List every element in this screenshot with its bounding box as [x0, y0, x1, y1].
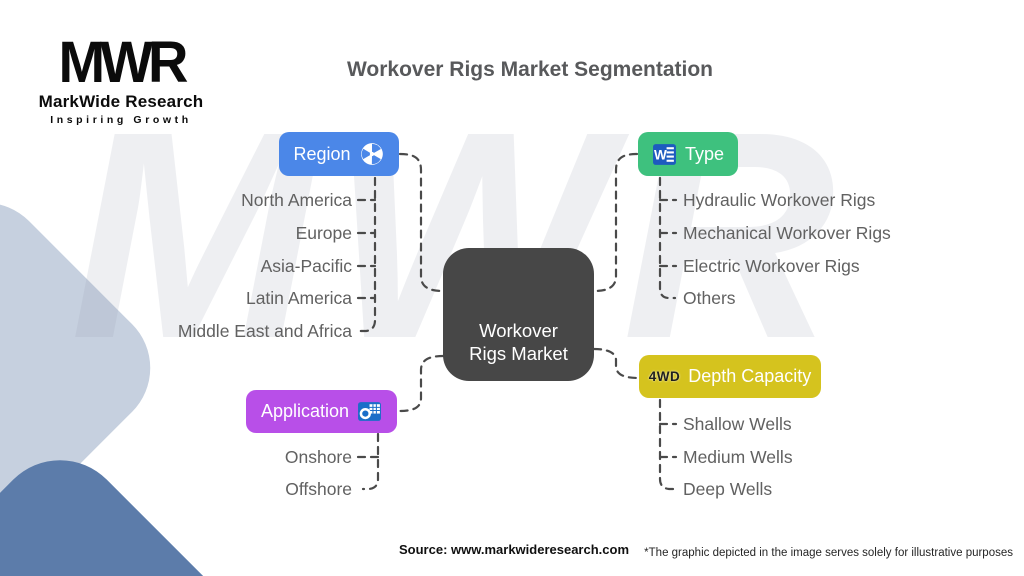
branch-depth-capacity-label: Depth Capacity — [688, 366, 812, 386]
connector-region-to-center — [398, 152, 445, 293]
logo-acronym: MWR — [58, 28, 189, 95]
page-title: Workover Rigs Market Segmentation — [346, 58, 714, 81]
segment-item-deep-wells: Deep Wells — [683, 479, 773, 499]
connector-type-to-center — [592, 152, 639, 293]
branch-depth-capacity-node: 4WD Depth Capacity — [639, 355, 821, 398]
word-icon: W — [652, 142, 677, 167]
branch-region-label: Region — [293, 143, 351, 164]
globe-icon — [359, 141, 385, 167]
connector-center-to-application — [397, 354, 445, 413]
connector-center-to-depth — [592, 347, 641, 380]
connector-depth-items — [658, 398, 678, 491]
segment-item-latin-america: Latin America — [245, 288, 352, 308]
segment-item-electric-workover-rigs: Electric Workover Rigs — [683, 256, 860, 276]
disclaimer-text: *The graphic depicted in the image serve… — [644, 547, 1013, 559]
connector-application-items — [356, 432, 380, 491]
branch-type-node: W Type — [638, 132, 738, 176]
segment-item-others: Others — [683, 288, 736, 308]
segment-item-hydraulic-workover-rigs: Hydraulic Workover Rigs — [683, 190, 876, 210]
segment-item-offshore: Offshore — [285, 479, 352, 499]
segment-item-europe: Europe — [295, 223, 352, 243]
svg-text:W: W — [654, 147, 667, 162]
segment-item-shallow-wells: Shallow Wells — [683, 414, 792, 434]
branch-type-label: Type — [684, 143, 725, 164]
segment-item-asia-pacific: Asia-Pacific — [260, 256, 352, 276]
source-text: Source: www.markwideresearch.com — [399, 542, 630, 557]
segment-item-onshore: Onshore — [284, 447, 352, 467]
logo-name: MarkWide Research — [38, 92, 204, 111]
logo-tagline: Inspiring Growth — [50, 114, 192, 126]
logo: MWR MarkWide Research Inspiring Growth — [26, 28, 216, 126]
segment-item-middle-east-africa: Middle East and Africa — [177, 321, 352, 341]
center-node: Workover Rigs Market — [443, 248, 594, 381]
branch-region-node: Region — [279, 132, 399, 176]
segment-item-north-america: North America — [241, 190, 352, 210]
branch-application-label: Application — [260, 401, 350, 421]
segment-item-medium-wells: Medium Wells — [683, 447, 793, 467]
4wd-icon: 4WD — [648, 369, 681, 384]
segment-item-mechanical-workover-rigs: Mechanical Workover Rigs — [683, 223, 891, 243]
outlook-icon — [357, 399, 382, 424]
branch-application-node: Application — [246, 390, 397, 433]
center-node-label: Workover Rigs Market — [469, 320, 568, 364]
connector-type-items — [658, 176, 678, 300]
connector-region-items — [356, 176, 377, 333]
